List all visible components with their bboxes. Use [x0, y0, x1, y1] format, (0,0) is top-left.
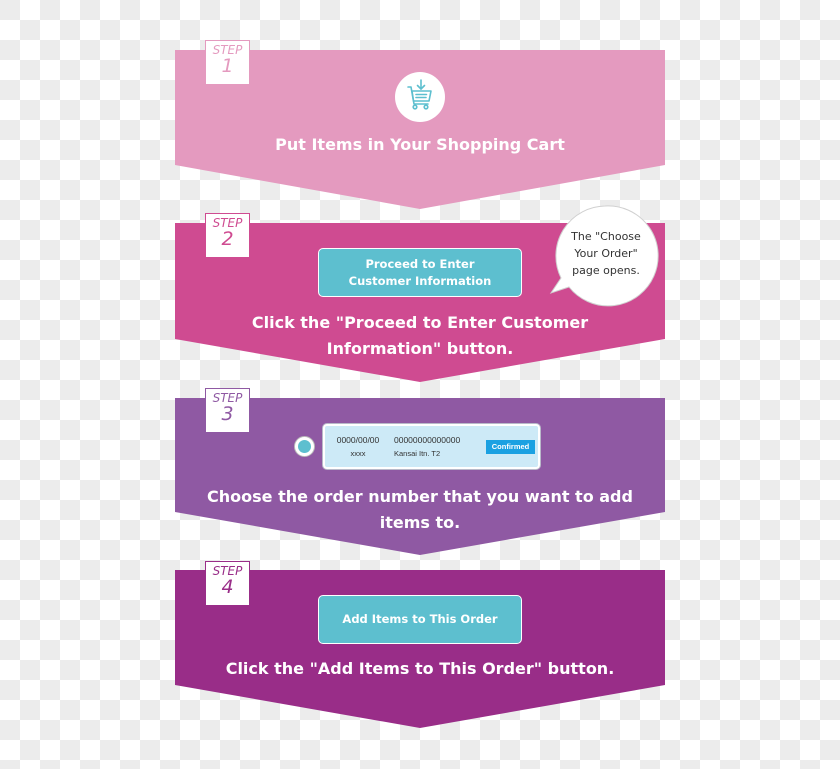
- speech-bubble-shape: [549, 205, 659, 307]
- order-radio-button[interactable]: [294, 436, 315, 457]
- step-1-arrow-shape: [175, 50, 665, 209]
- step-1-badge: STEP 1: [205, 40, 250, 85]
- step-label: STEP: [212, 43, 243, 57]
- order-date: 0000/00/00: [336, 435, 380, 445]
- title-line-2: Information" button.: [326, 339, 514, 358]
- step-4-band: [175, 570, 665, 730]
- speech-bubble: The "Choose Your Order" page opens.: [549, 204, 659, 308]
- step-4-badge: STEP 4: [205, 561, 250, 606]
- step-number: 4: [221, 576, 234, 598]
- order-number: 00000000000000: [394, 435, 461, 445]
- step-number: 3: [221, 403, 234, 425]
- order-place: Kansai Itn. T2: [394, 449, 441, 458]
- step-1-title: Put Items in Your Shopping Cart: [275, 135, 565, 154]
- step-2-arrow-shape: [175, 223, 665, 382]
- step-2-band: [175, 223, 665, 383]
- bubble-line-3: page opens.: [572, 264, 640, 277]
- title-line-1: Choose the order number that you want to…: [207, 487, 633, 506]
- button-label-line-2: Customer Information: [348, 273, 492, 288]
- bubble-line-2: Your Order": [574, 247, 638, 260]
- order-sub: xxxx: [350, 449, 366, 458]
- title-line-2: items to.: [379, 513, 461, 532]
- button-label: Add Items to This Order: [342, 612, 498, 626]
- step-4-arrow-shape: [175, 570, 665, 728]
- step-label: STEP: [212, 391, 243, 405]
- step-number: 2: [221, 228, 234, 250]
- step-2-title: Click the "Proceed to Enter Customer Inf…: [175, 311, 665, 360]
- shopping-cart-icon: [395, 72, 445, 122]
- button-label-line-1: Proceed to Enter: [365, 256, 475, 271]
- step-3-title: Choose the order number that you want to…: [175, 485, 665, 534]
- bubble-line-1: The "Choose: [571, 230, 641, 243]
- proceed-to-enter-customer-information-button[interactable]: Proceed to Enter Customer Information: [318, 248, 522, 297]
- step-3-badge: STEP 3: [205, 388, 250, 433]
- radio-selected-dot: [298, 440, 311, 453]
- title-line-1: Click the "Proceed to Enter Customer: [251, 313, 589, 332]
- add-items-to-this-order-button[interactable]: Add Items to This Order: [318, 595, 522, 644]
- step-4-title: Click the "Add Items to This Order" butt…: [225, 659, 615, 678]
- step-number: 1: [221, 55, 234, 77]
- order-status-badge: Confirmed: [486, 440, 535, 454]
- step-1-band: [175, 50, 665, 210]
- step-label: STEP: [212, 216, 243, 230]
- order-card[interactable]: 0000/00/00 xxxx 00000000000000 Kansai It…: [323, 424, 540, 469]
- step-2-badge: STEP 2: [205, 213, 250, 258]
- step-label: STEP: [212, 564, 243, 578]
